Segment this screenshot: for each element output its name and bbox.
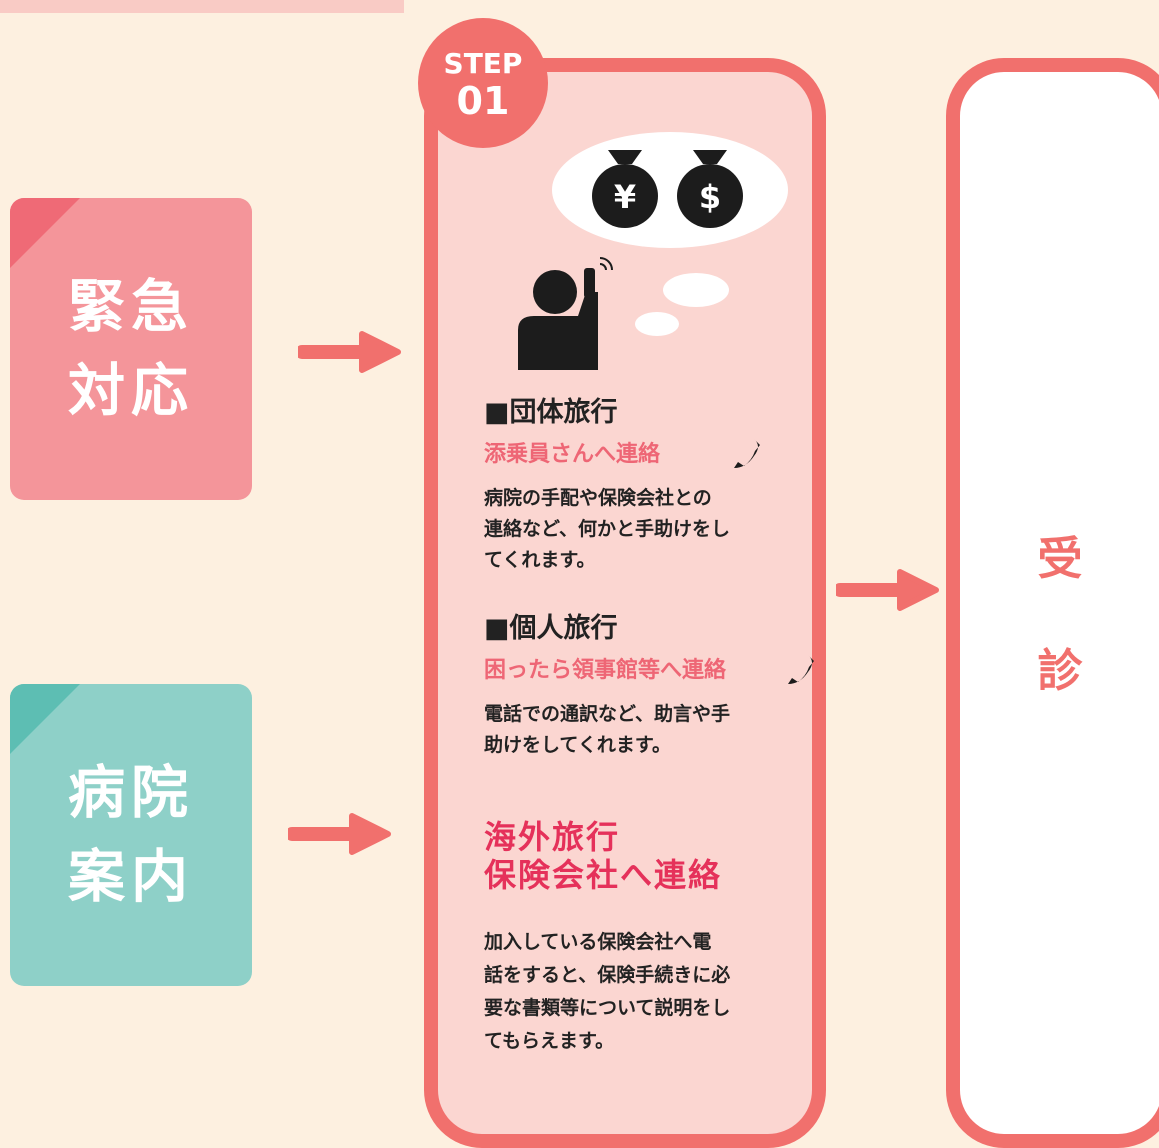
- individual-travel-heading: ■個人旅行: [484, 613, 618, 644]
- individual-travel-contact: 困ったら領事館等へ連絡: [484, 658, 727, 683]
- group-travel-heading: ■団体旅行: [484, 397, 618, 428]
- step-badge: STEP 01: [418, 18, 548, 148]
- consultation-label: 受 診: [1037, 532, 1083, 697]
- group-travel-contact: 添乗員さんへ連絡: [484, 442, 661, 467]
- arrow-right-icon: [288, 813, 391, 855]
- group-travel-description: 病院の手配や保険会社との 連絡など、何かと手助けをし てくれます。: [484, 487, 731, 571]
- phone-call-illustration: ¥ $: [518, 132, 788, 370]
- card-corner-decoration: [10, 198, 80, 268]
- arrow-right-icon: [298, 331, 401, 373]
- tiny-thought-bubble: [635, 312, 679, 336]
- emergency-response-label: 緊急 対応: [68, 274, 194, 424]
- arrow-right-icon: [836, 569, 939, 611]
- card-corner-decoration: [10, 684, 80, 754]
- emergency-response-card: 緊急 対応: [10, 198, 252, 500]
- insurance-description: 加入している保険会社へ電 話をすると、保険手続きに必 要な書類等について説明をし…: [484, 931, 731, 1052]
- phone-handset-icon: [788, 655, 814, 684]
- hospital-guide-card: 病院 案内: [10, 684, 252, 986]
- person-on-phone-icon: [518, 257, 613, 370]
- hospital-guide-label: 病院 案内: [68, 760, 194, 910]
- svg-text:¥: ¥: [614, 178, 636, 216]
- phone-handset-icon: [734, 439, 760, 468]
- thought-bubble: [552, 132, 788, 248]
- insurance-heading: 海外旅行 保険会社へ連絡: [484, 818, 723, 894]
- individual-travel-description: 電話での通訳など、助言や手 助けをしてくれます。: [484, 703, 731, 756]
- step-number: 01: [456, 79, 510, 123]
- yen-bag-icon: ¥: [592, 150, 658, 228]
- step-word: STEP: [443, 47, 523, 80]
- small-thought-bubble: [663, 273, 729, 307]
- dollar-bag-icon: $: [677, 150, 743, 228]
- svg-text:$: $: [699, 178, 721, 216]
- consultation-panel: [946, 58, 1159, 1148]
- top-accent-bar: [0, 0, 404, 13]
